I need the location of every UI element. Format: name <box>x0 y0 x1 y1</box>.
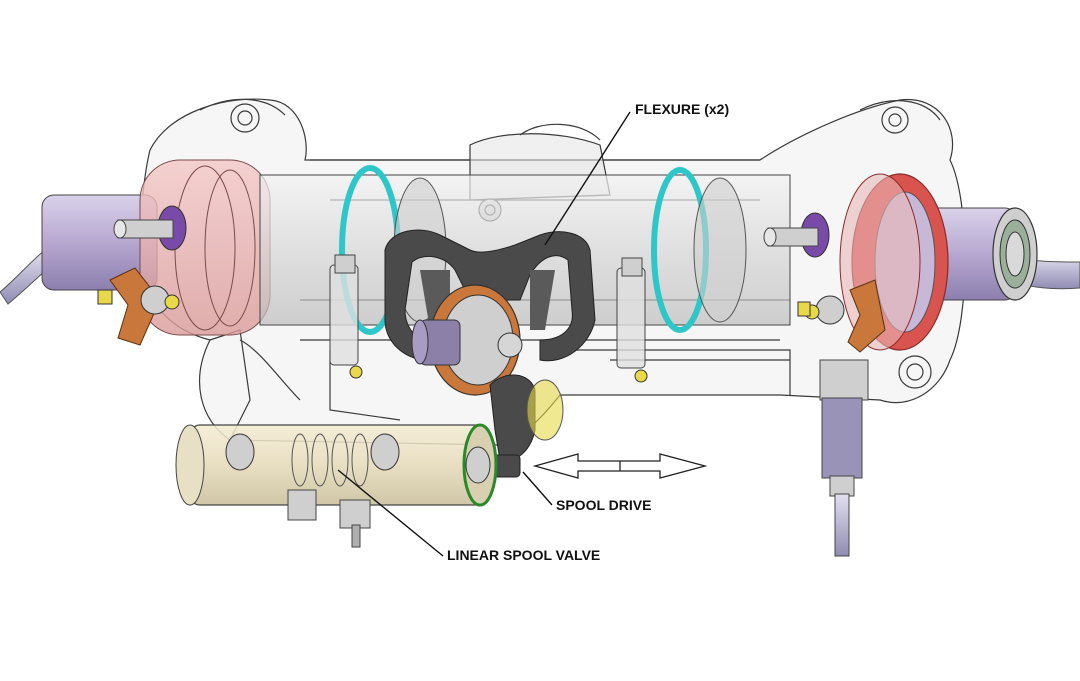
right-pivot-bolt <box>763 212 830 258</box>
spool-drive-label: SPOOL DRIVE <box>556 497 652 513</box>
left-sensor-post <box>329 254 363 379</box>
linear-spool-valve <box>175 423 498 548</box>
left-pivot-bolt <box>113 205 187 251</box>
right-hydraulic-fitting <box>819 359 869 557</box>
flexure-leader <box>544 111 631 246</box>
right-sensor-post <box>616 257 648 383</box>
spool-motion-arrow <box>532 453 708 479</box>
spool-drive-leader <box>522 471 553 506</box>
linear-spool-valve-label: LINEAR SPOOL VALVE <box>447 547 601 563</box>
center-hub <box>411 284 523 396</box>
flexure-label: FLEXURE (x2) <box>635 101 730 117</box>
left-lever <box>97 267 180 346</box>
right-lever <box>797 279 886 353</box>
callout-leaders <box>337 111 631 557</box>
linear-spool-valve-leader <box>337 469 444 557</box>
spool-drive-arm <box>489 374 564 478</box>
